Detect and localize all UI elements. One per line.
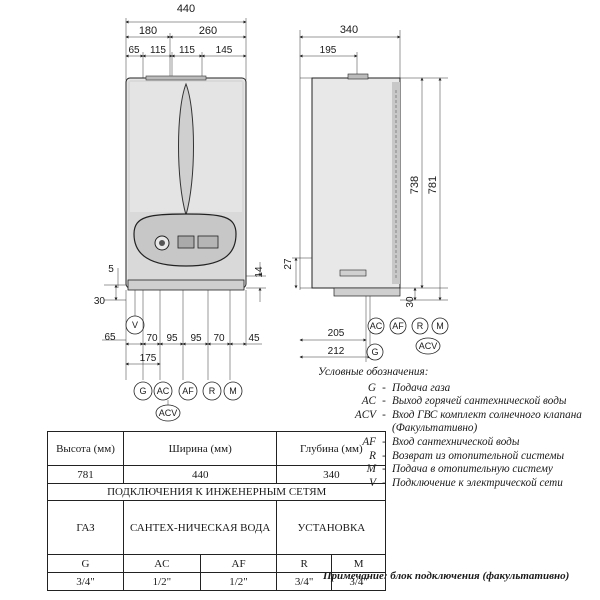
- dim-front-45: 45: [248, 333, 260, 344]
- dim-front-260: 260: [199, 25, 217, 37]
- dim-side-205: 205: [328, 328, 345, 339]
- display-icon: [177, 235, 195, 249]
- dim-side-27: 27: [283, 258, 294, 270]
- boiler-side-body: [311, 77, 401, 289]
- header-height: Высота (мм): [47, 431, 124, 466]
- legend-text: Подача газа: [392, 381, 451, 394]
- dim-front-175: 175: [140, 353, 157, 364]
- dim-front-30: 30: [94, 296, 106, 307]
- value-height: 781: [47, 465, 124, 484]
- dim-front-145: 145: [216, 45, 233, 56]
- legend-key: AC: [361, 395, 376, 408]
- dim-front-95b: 95: [190, 333, 202, 344]
- connector-ac: [153, 381, 173, 401]
- dim-front-5: 5: [108, 264, 114, 275]
- size-af: 1/2": [199, 572, 278, 591]
- legend-item-acv: ACV- Вход ГВС комплект солнечного клапан…: [318, 409, 598, 436]
- side-connector-r: [411, 317, 429, 335]
- connector-af: [178, 381, 198, 401]
- code-m: M: [330, 554, 387, 573]
- dim-front-115a: 115: [150, 45, 166, 56]
- legend-text: Подача в отопительную систему: [392, 463, 553, 476]
- connector-acv-label: ACV: [159, 408, 178, 418]
- legend-text: Выход горячей сантехнической воды: [392, 395, 567, 408]
- side-connector-g-label: G: [371, 347, 378, 357]
- dim-front-180: 180: [139, 25, 157, 37]
- legend-text: Подключение к электрической сети: [392, 476, 563, 489]
- connector-g-label: G: [139, 386, 146, 396]
- connector-r: [202, 381, 222, 401]
- connections-title: ПОДКЛЮЧЕНИЯ К ИНЖЕНЕРНЫМ СЕТЯМ: [46, 483, 387, 501]
- dim-front-65b: 65: [104, 332, 116, 343]
- dim-front-70b: 70: [213, 333, 225, 344]
- front-connectors: G AC AF R M ACV: [133, 381, 243, 422]
- size-ac: 1/2": [123, 572, 201, 591]
- connector-m-label: M: [229, 386, 237, 396]
- dim-side-212: 212: [328, 346, 345, 357]
- code-g: G: [47, 554, 124, 573]
- header-width: Ширина (мм): [122, 431, 278, 466]
- dim-side-30: 30: [405, 296, 416, 308]
- legend-title: Условные обозначения:: [318, 366, 429, 378]
- legend-item-g: G- Подача газа: [318, 382, 598, 396]
- side-connector-acv: [415, 337, 441, 355]
- code-af: AF: [199, 554, 278, 573]
- spec-table: Высота (мм) Ширина (мм) Глубина (мм) 781…: [46, 431, 387, 591]
- group-water: САНТЕХ-НИЧЕСКАЯ ВОДА: [122, 500, 278, 555]
- group-heating: УСТАНОВКА: [276, 500, 387, 555]
- size-g: 3/4": [47, 572, 124, 591]
- dim-front-115b: 115: [179, 45, 195, 56]
- connector-g: [133, 381, 153, 401]
- code-ac: AC: [123, 554, 201, 573]
- connector-r-label: R: [209, 386, 216, 396]
- dim-side-781: 781: [427, 176, 439, 194]
- dim-side-195: 195: [320, 45, 337, 56]
- code-r: R: [276, 554, 332, 573]
- legend-text: Возврат из отопительной системы: [392, 449, 565, 462]
- legend-text: Вход ГВС комплект солнечного клапана (Фа…: [392, 408, 582, 435]
- legend-key: ACV: [354, 408, 376, 421]
- side-connector-r-label: R: [417, 321, 424, 331]
- legend-item-ac: AC- Выход горячей сантехнической воды: [318, 395, 598, 409]
- dim-front-14: 14: [254, 266, 265, 278]
- dim-front-70a: 70: [146, 333, 158, 344]
- side-connector-af: [389, 317, 407, 335]
- dim-side-depth: 340: [340, 24, 358, 36]
- header-depth: Глубина (мм): [276, 431, 387, 466]
- side-connector-acv-label: ACV: [419, 341, 438, 351]
- legend-text: Вход сантехнической воды: [392, 435, 520, 448]
- dim-front-width: 440: [177, 3, 195, 15]
- side-connector-g: [366, 343, 384, 361]
- legend: Условные обозначения: G- Подача газа AC-…: [318, 366, 598, 490]
- dim-front-95a: 95: [166, 333, 178, 344]
- group-gas: ГАЗ: [47, 500, 124, 555]
- side-view: 340 195 738 781 30 27 205: [283, 24, 449, 362]
- value-depth: 340: [276, 465, 387, 484]
- connector-v-label: V: [132, 320, 138, 330]
- connector-acv: [155, 404, 181, 422]
- side-connector-af-label: AF: [392, 321, 404, 331]
- dim-side-738: 738: [409, 176, 421, 194]
- connector-af-label: AF: [182, 386, 194, 396]
- connector-m: [223, 381, 243, 401]
- value-width: 440: [122, 465, 278, 484]
- connector-ac-label: AC: [157, 386, 170, 396]
- side-connector-ac: [367, 317, 385, 335]
- legend-key: G: [367, 381, 376, 394]
- dim-front-65: 65: [128, 45, 140, 56]
- side-connector-m-label: M: [436, 321, 444, 331]
- front-view: 440 180 260 65 115 115 145: [94, 3, 266, 422]
- size-r: 3/4": [276, 572, 332, 591]
- side-connector-ac-label: AC: [370, 321, 383, 331]
- size-m: 3/4": [330, 572, 387, 591]
- side-connector-m: [431, 317, 449, 335]
